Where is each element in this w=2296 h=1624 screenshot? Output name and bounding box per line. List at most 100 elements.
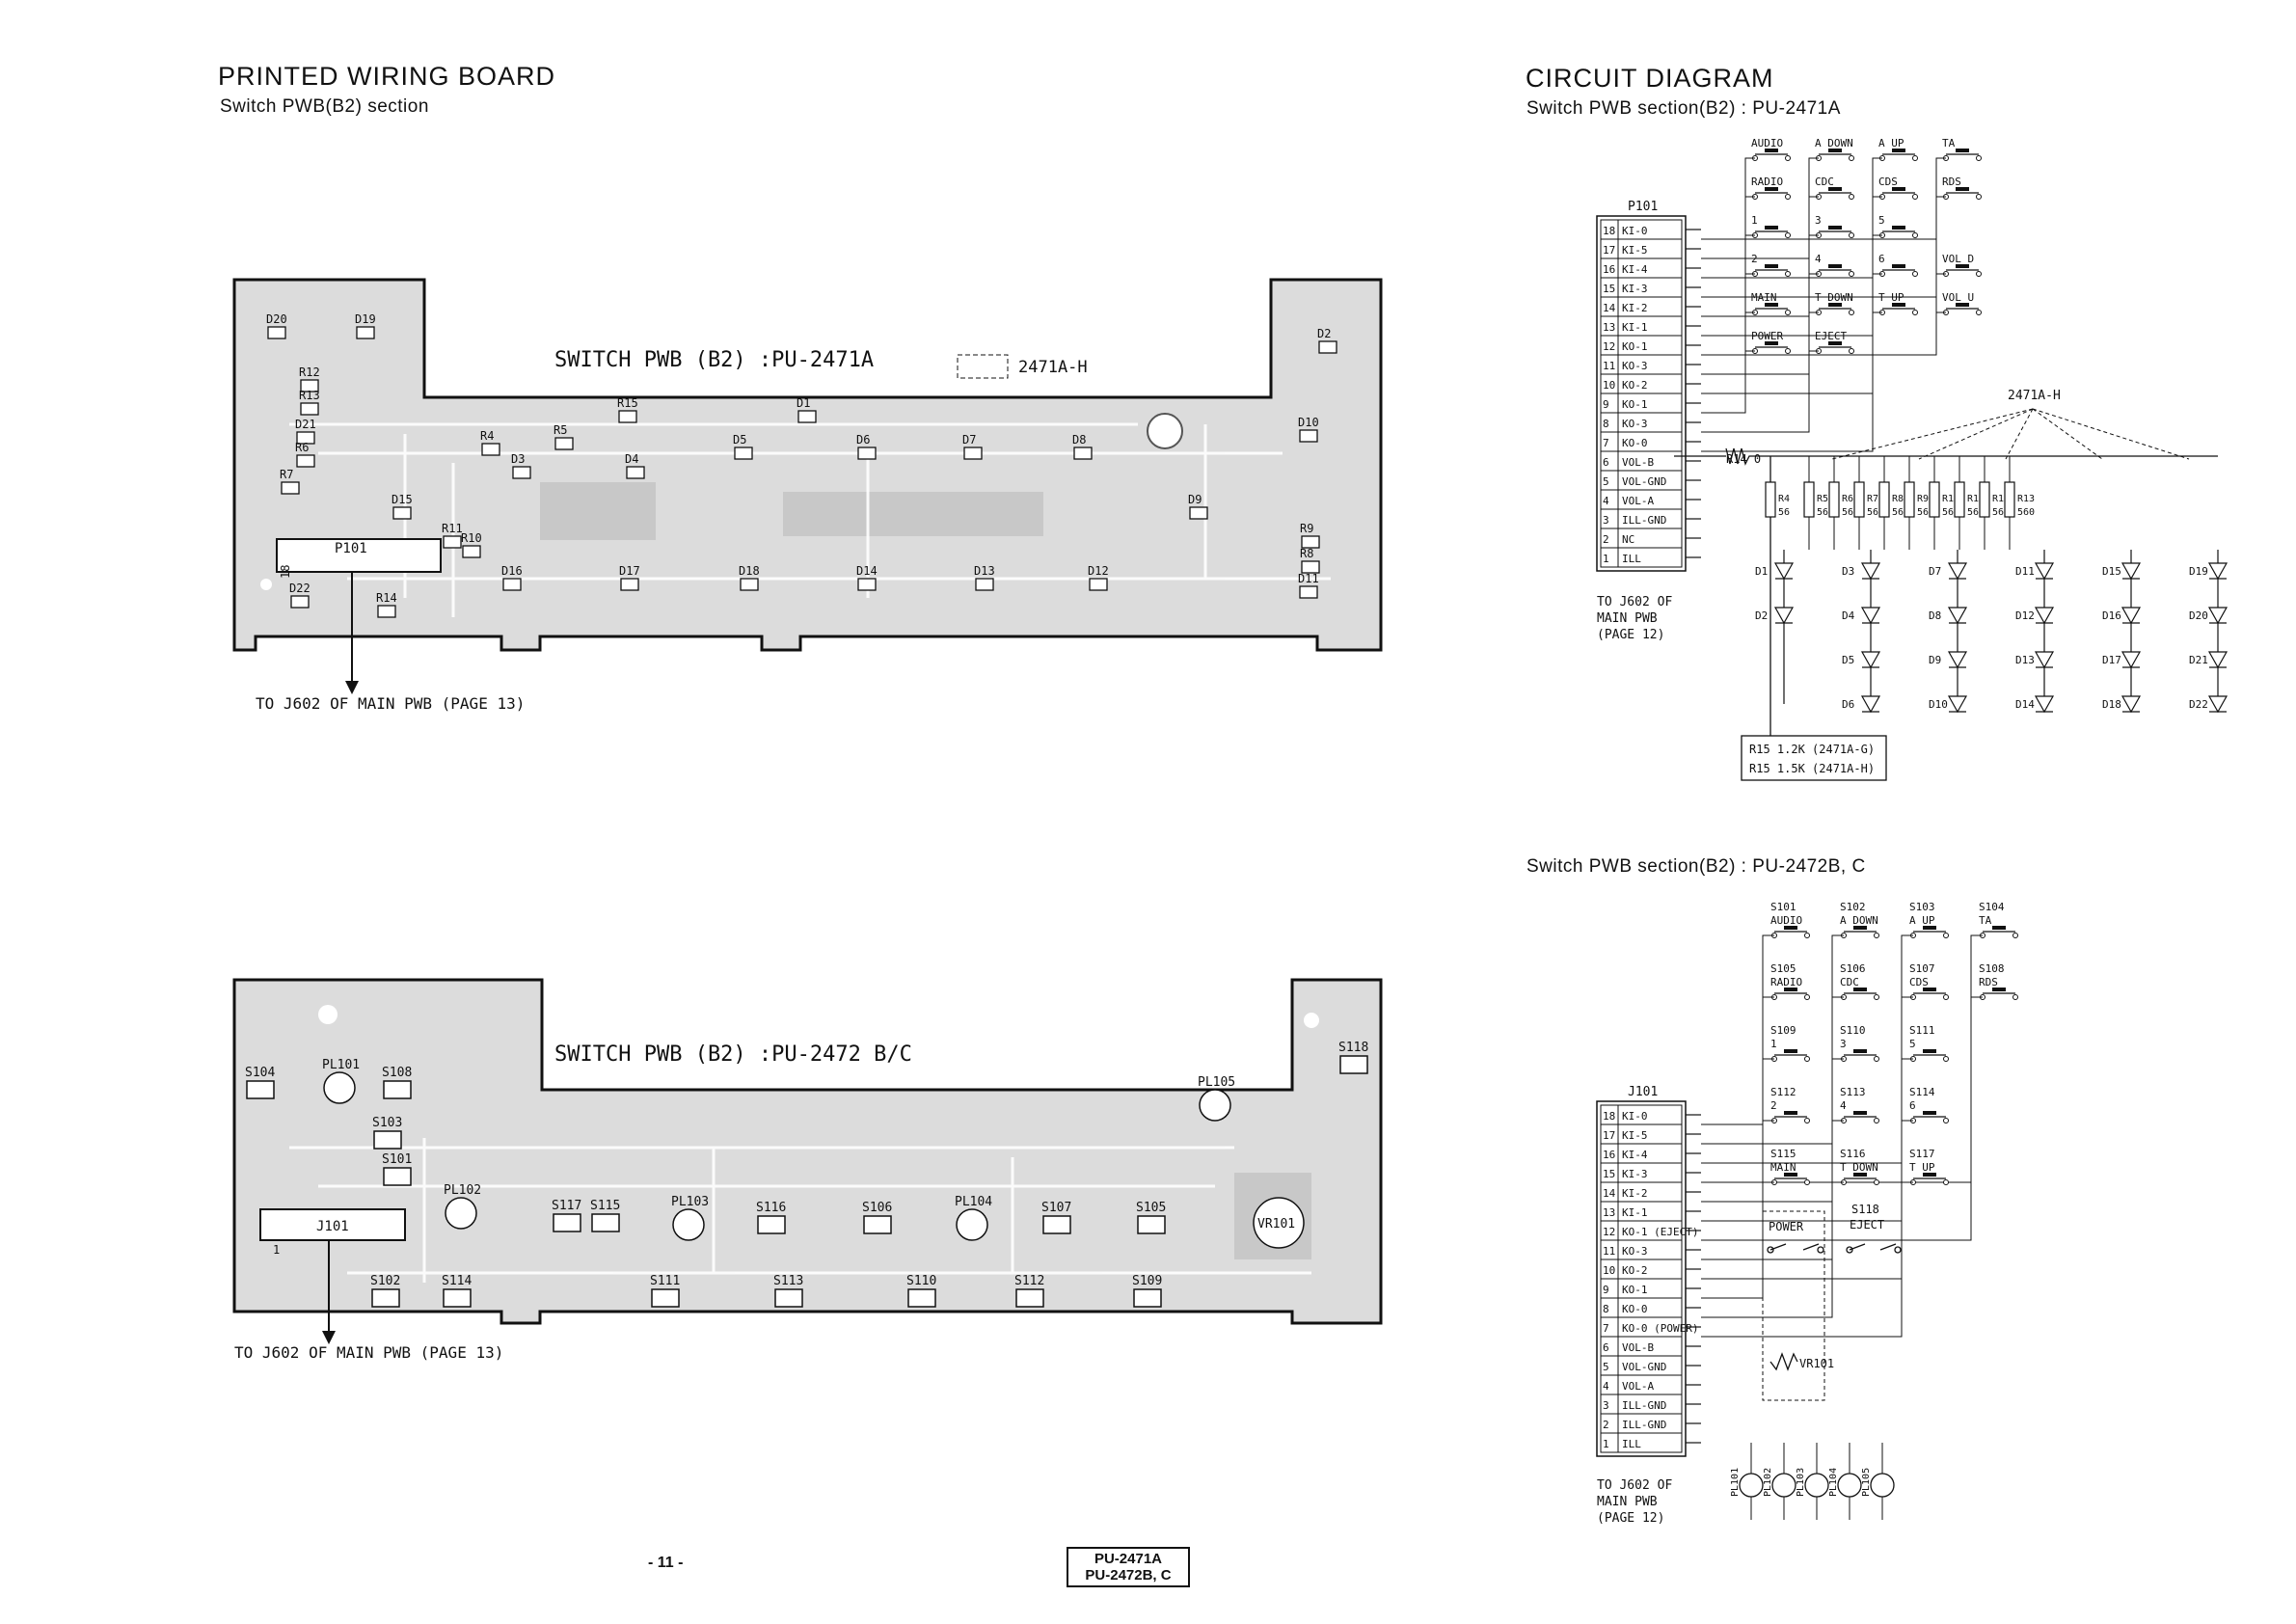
pcb-part-r8 (1301, 560, 1320, 574)
model-b: PU-2472B, C (1085, 1567, 1172, 1583)
j101-title: J101 (1628, 1085, 1658, 1099)
led-label: D2 (1755, 609, 1768, 622)
pcb-part-d4 (626, 466, 645, 479)
pcb-switch-s114 (443, 1288, 472, 1308)
pcb-switch-s104 (246, 1080, 275, 1099)
pin-number: 10 (1603, 379, 1615, 392)
model-a: PU-2471A (1094, 1551, 1163, 1567)
switch-ref: S104 (1979, 901, 2005, 913)
switch-label: 1 (1770, 1038, 1777, 1050)
switch-ref: S110 (1840, 1024, 1866, 1037)
switch-ref: S115 (1770, 1148, 1796, 1160)
resistor-value: 560 (1942, 507, 1959, 518)
pcb-part-d19 (356, 326, 375, 339)
pin-number: 5 (1603, 475, 1609, 488)
led-d12 (2034, 607, 2055, 625)
pin-signal: VOL-GND (1622, 1361, 1666, 1373)
led-d19 (2207, 562, 2228, 581)
pin-signal: NC (1622, 533, 1634, 546)
to-j602-b-3: (PAGE 12) (1597, 1511, 1664, 1526)
to-j602-a-2: MAIN PWB (1597, 611, 1658, 626)
pcb-part-label: D7 (962, 433, 976, 447)
pin-signal: VOL-B (1622, 456, 1654, 469)
r14-label: R14 0 (1726, 452, 1761, 466)
pcb-part-label: D4 (625, 452, 638, 466)
switch-ref: S101 (1770, 901, 1796, 913)
board-b-arrow-text: TO J602 OF MAIN PWB (PAGE 13) (234, 1343, 503, 1362)
pcb-part-label: D21 (295, 418, 316, 431)
pcb-part-r13 (300, 402, 319, 416)
led-label: D9 (1929, 654, 1941, 666)
pin-signal: KI-1 (1622, 321, 1648, 334)
pin-row (1600, 547, 1683, 568)
led-d2 (1773, 607, 1795, 625)
switch-ref: S112 (1770, 1086, 1796, 1098)
board-b-label: SWITCH PWB (B2) :PU-2472 B/C (554, 1042, 912, 1067)
led-label: D6 (1842, 698, 1854, 711)
pcb-part-label: S109 (1132, 1274, 1162, 1288)
pin-signal: ILL-GND (1622, 1419, 1666, 1431)
pin-number: 2 (1603, 1419, 1609, 1431)
led-d17 (2120, 651, 2142, 669)
pin-number: 5 (1603, 1361, 1609, 1373)
pin-number: 1 (1603, 1438, 1609, 1450)
pcb-part-r11 (443, 535, 462, 549)
pcb-part-label: D11 (1298, 572, 1319, 585)
led-d20 (2207, 607, 2228, 625)
pcb-switch-s105 (1137, 1215, 1166, 1234)
led-array: D1D2D3D4D5D6D7D8D9D10D11D12D13D14D15D16D… (1755, 550, 2228, 714)
pin-signal: KI-2 (1622, 1187, 1648, 1200)
switch-label: VOL D (1942, 253, 1974, 265)
pin-number: 14 (1603, 302, 1616, 314)
pcb-part-label: D12 (1088, 564, 1109, 578)
variant-label: 2471A-H (1018, 358, 1088, 377)
pcb-part-r5 (554, 437, 574, 450)
pcb-part-label: S107 (1041, 1201, 1071, 1215)
switch-label: T DOWN (1840, 1161, 1878, 1174)
pcb-part-label: S112 (1014, 1274, 1044, 1288)
switch-label: 3 (1840, 1038, 1847, 1050)
pcb-part-label: R11 (442, 522, 463, 535)
pin-signal: KI-3 (1622, 1168, 1648, 1180)
pcb-part-label: S111 (650, 1274, 680, 1288)
switch-label: EJECT (1815, 330, 1847, 342)
pin-signal: VOL-A (1622, 1380, 1654, 1393)
resistor-value: 560 (1917, 507, 1934, 518)
led-d5 (1860, 651, 1881, 669)
board-a-label: SWITCH PWB (B2) :PU-2471A (554, 348, 874, 372)
pin-number: 15 (1603, 1168, 1615, 1180)
pcb-part-label: D22 (289, 582, 311, 595)
resistor-value: 560 (1817, 507, 1834, 518)
pcb-part-label: S102 (370, 1274, 400, 1288)
pcb-lamp-pl104 (956, 1208, 988, 1241)
pcb-part-d10 (1299, 429, 1318, 443)
switch-ref: S105 (1770, 962, 1796, 975)
switch-ref: S106 (1840, 962, 1866, 975)
led-label: D3 (1842, 565, 1854, 578)
led-label: D13 (2015, 654, 2035, 666)
pin-number: 15 (1603, 283, 1615, 295)
lamp-pl105 (1870, 1473, 1895, 1498)
led-d9 (1947, 651, 1968, 669)
pcb-lamp-pl105 (1199, 1089, 1231, 1122)
pcb-part-label: D13 (974, 564, 995, 578)
led-label: D4 (1842, 609, 1855, 622)
pin-number: 11 (1603, 1245, 1615, 1258)
pcb-part-d12 (1089, 578, 1108, 591)
pcb-part-label: D8 (1072, 433, 1086, 447)
p101-title: P101 (1628, 200, 1658, 214)
pcb-switch-s118 (1339, 1055, 1368, 1074)
pcb-part-d11 (1299, 585, 1318, 599)
led-d8 (1947, 607, 1968, 625)
lamp-pl104 (1837, 1473, 1862, 1498)
switch-label: RDS (1979, 976, 1998, 988)
switch-ref: S111 (1909, 1024, 1935, 1037)
pcb-switch-s108 (383, 1080, 412, 1099)
pcb-part-label: R13 (299, 389, 320, 402)
pcb-part-label: PL104 (955, 1195, 992, 1209)
pin-signal: KO-2 (1622, 379, 1648, 392)
pin-number: 7 (1603, 437, 1609, 449)
to-j602-b-1: TO J602 OF (1597, 1478, 1672, 1493)
